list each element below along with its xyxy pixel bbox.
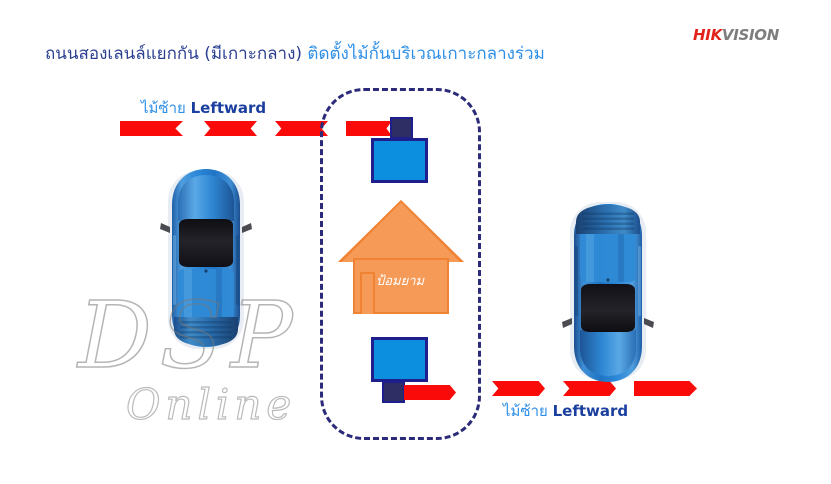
lane-label-bottom-thai: ไม้ซ้าย <box>503 402 548 420</box>
median-island-zone <box>320 88 481 440</box>
traffic-arrow-right-2 <box>563 381 616 396</box>
barrier-arm-top <box>346 121 392 136</box>
traffic-arrow-right-1 <box>492 381 545 396</box>
title-segment-install-note: ติดตั้งไม้กั้นบริเวณเกาะกลางร่วม <box>302 44 545 64</box>
hikvision-logo: HIKVISION <box>693 26 779 44</box>
traffic-arrow-left-3 <box>275 121 328 136</box>
title-segment-road-type: ถนนสองเลนล์แยกกัน (มีเกาะกลาง) <box>45 44 303 64</box>
barrier-arm-bottom <box>404 385 456 400</box>
lane-label-bottom: ไม้ซ้าย Leftward <box>503 399 628 423</box>
vehicle-right <box>562 202 654 382</box>
traffic-arrow-left-2 <box>204 121 257 136</box>
lane-label-top: ไม้ซ้าย Leftward <box>141 96 266 120</box>
page-title: ถนนสองเลนล์แยกกัน (มีเกาะกลาง) ติดตั้งไม… <box>45 43 545 66</box>
vehicle-left <box>160 169 252 349</box>
lane-label-top-thai: ไม้ซ้าย <box>141 99 186 117</box>
guard-house-door <box>360 272 375 314</box>
logo-text-hik: HIK <box>693 26 722 44</box>
traffic-arrow-left-1 <box>120 121 183 136</box>
lane-label-bottom-english: Leftward <box>552 402 629 420</box>
watermark-sub-text: Online <box>125 379 297 429</box>
barrier-controller-top <box>371 138 428 183</box>
logo-text-vision: VISION <box>721 26 779 44</box>
barrier-controller-bottom <box>371 337 428 382</box>
traffic-arrow-right-3 <box>634 381 697 396</box>
lane-label-top-english: Leftward <box>190 99 267 117</box>
barrier-cap-top <box>390 117 413 139</box>
barrier-cap-bottom <box>382 381 405 403</box>
guard-house-label: ป้อมยาม <box>376 274 425 289</box>
